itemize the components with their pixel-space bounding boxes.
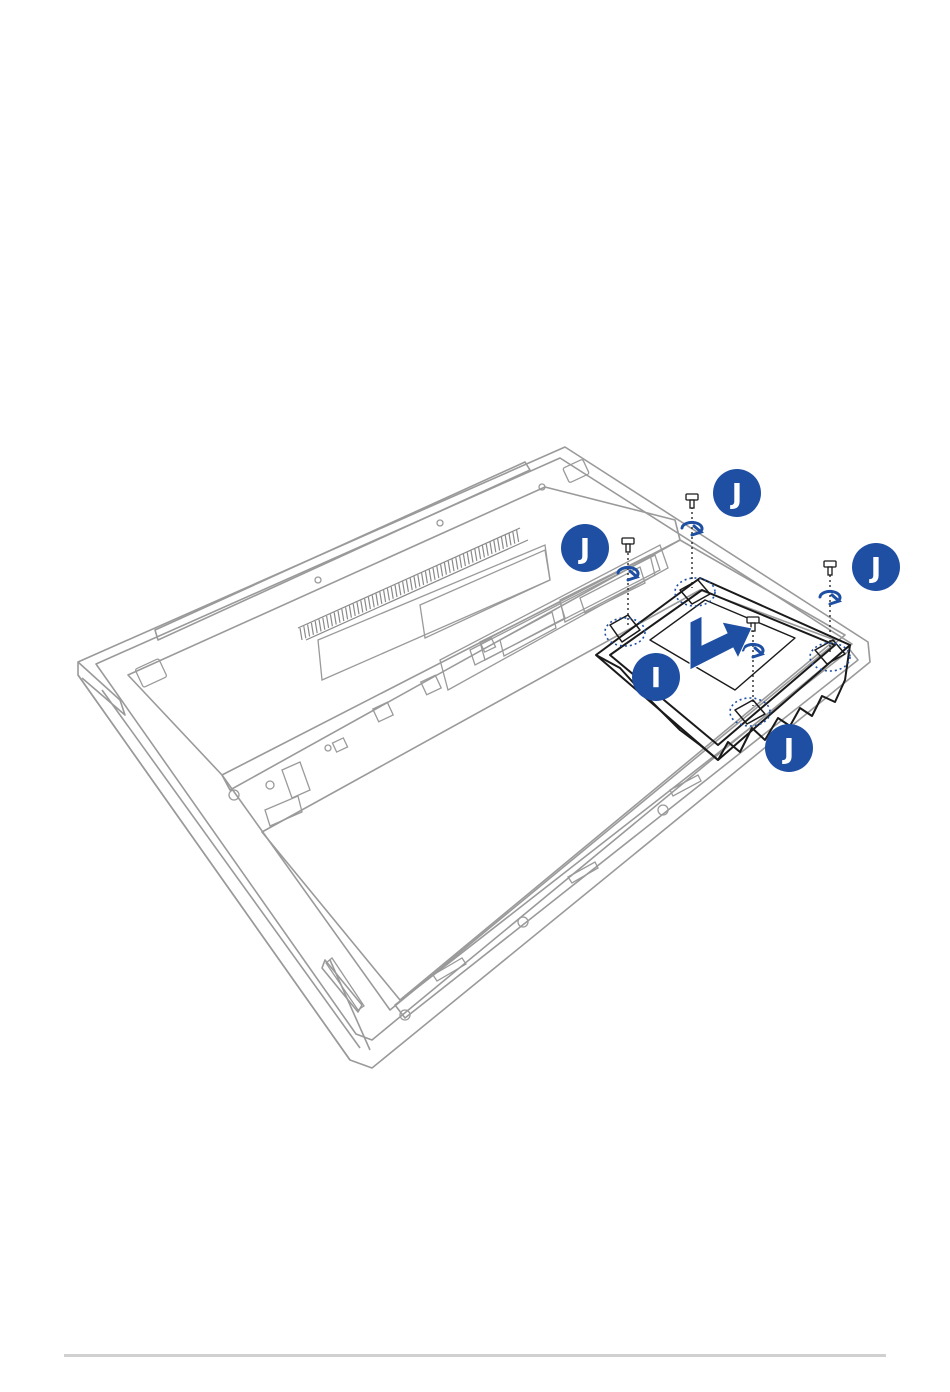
vent-slot xyxy=(463,554,465,566)
vent-slot xyxy=(330,614,332,626)
vent-grille xyxy=(298,528,528,640)
vent-slot xyxy=(486,544,488,556)
vent-slot xyxy=(498,539,500,551)
vent-slot xyxy=(300,628,302,640)
vent-slot xyxy=(475,549,477,561)
vent-slot xyxy=(315,621,317,633)
vent-slot xyxy=(380,592,382,604)
vent-slot xyxy=(456,557,458,569)
vent-slot xyxy=(376,594,378,606)
svg-text:J: J xyxy=(730,477,742,510)
callout-j-bottom: J xyxy=(765,724,813,772)
vent-slot xyxy=(349,606,351,618)
vent-slot xyxy=(433,568,435,580)
vent-slot xyxy=(494,540,496,552)
svg-text:J: J xyxy=(578,532,590,565)
laptop-bottom-chassis xyxy=(78,447,870,1068)
vent-slot xyxy=(471,551,473,563)
slide-out-arrow-icon xyxy=(690,616,752,670)
vent-slot xyxy=(414,576,416,588)
vent-slot xyxy=(441,564,443,576)
vent-slot xyxy=(357,602,359,614)
svg-text:J: J xyxy=(869,551,881,584)
vent-slot xyxy=(452,559,454,571)
vent-slot xyxy=(509,533,511,545)
vent-slot xyxy=(387,588,389,600)
vent-slot xyxy=(425,571,427,583)
vent-slot xyxy=(342,609,344,621)
vent-slot xyxy=(467,552,469,564)
vent-slot xyxy=(368,597,370,609)
vent-slot xyxy=(395,585,397,597)
callout-i: I xyxy=(632,653,680,701)
vent-slot xyxy=(372,595,374,607)
vent-slot xyxy=(429,570,431,582)
rotate-ccw-icon xyxy=(820,591,840,604)
vent-slot xyxy=(403,582,405,594)
vent-slot xyxy=(334,613,336,625)
vent-slot xyxy=(406,580,408,592)
panel-details xyxy=(135,459,701,1020)
footer-divider xyxy=(64,1354,886,1357)
vent-slot xyxy=(410,578,412,590)
vent-slot xyxy=(482,545,484,557)
vent-slot xyxy=(346,607,348,619)
vent-slot xyxy=(391,587,393,599)
vent-slot xyxy=(304,626,306,638)
vent-slot xyxy=(490,542,492,554)
callout-j-left: J xyxy=(561,524,609,572)
vent-slot xyxy=(444,563,446,575)
vent-slot xyxy=(460,556,462,568)
callout-j-right: J xyxy=(852,543,900,591)
vent-slot xyxy=(517,530,519,542)
vent-slot xyxy=(501,537,503,549)
vent-slot xyxy=(384,590,386,602)
vent-slot xyxy=(353,604,355,616)
vent-slot xyxy=(361,600,363,612)
vent-slot xyxy=(338,611,340,623)
screw-icon xyxy=(686,494,698,508)
vent-slot xyxy=(323,618,325,630)
vent-slot xyxy=(319,619,321,631)
callout-j-top: J xyxy=(713,469,761,517)
svg-text:I: I xyxy=(651,661,661,694)
vent-slot xyxy=(399,583,401,595)
vent-slot xyxy=(327,616,329,628)
vent-slot xyxy=(505,535,507,547)
screw-icon xyxy=(824,561,836,575)
vent-slot xyxy=(513,532,515,544)
vent-slot xyxy=(422,573,424,585)
vent-slot xyxy=(479,547,481,559)
vent-slot xyxy=(448,561,450,573)
screw-icon xyxy=(622,538,634,552)
vent-slot xyxy=(418,575,420,587)
vent-slot xyxy=(308,625,310,637)
vent-slot xyxy=(365,599,367,611)
vent-slot xyxy=(437,566,439,578)
vent-slot xyxy=(311,623,313,635)
svg-text:J: J xyxy=(782,732,794,765)
